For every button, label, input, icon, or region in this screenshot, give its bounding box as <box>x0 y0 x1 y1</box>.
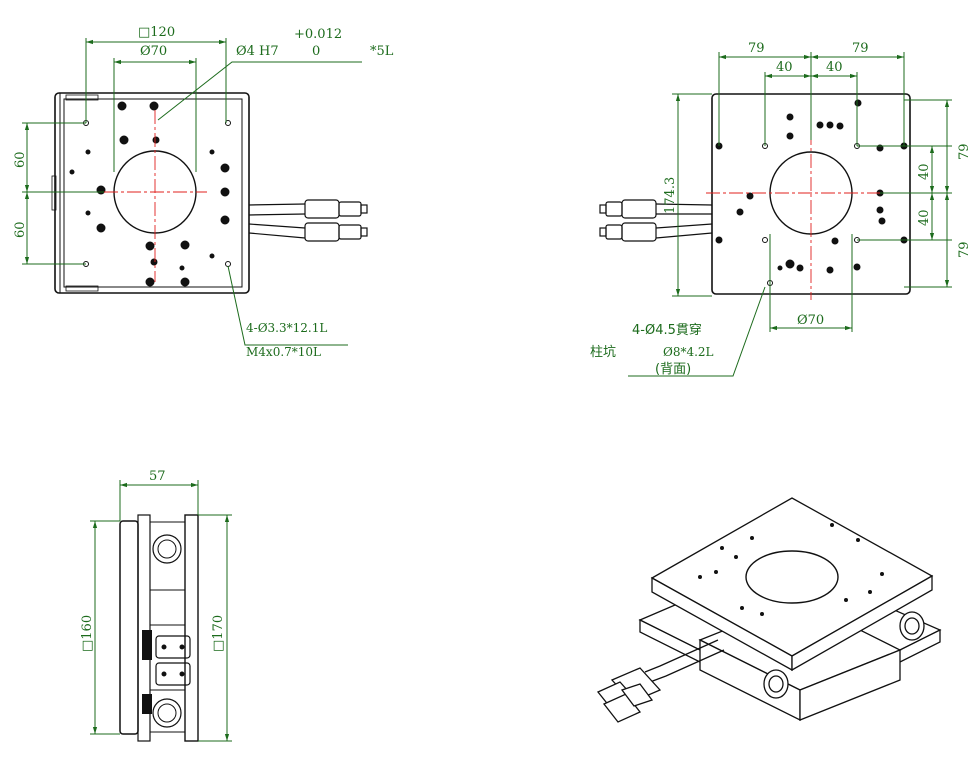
top-dim-tol-lower: 0 <box>312 44 320 59</box>
side-dim-square-170: □170 <box>211 615 226 652</box>
bottom-note-through: 4-Ø4.5貫穿 <box>632 322 702 338</box>
bottom-note-counterbore: Ø8*4.2L <box>663 345 714 359</box>
top-dim-60-lower: 60 <box>13 221 28 238</box>
top-view-outline <box>54 92 250 294</box>
top-view <box>51 92 368 294</box>
isometric-view <box>596 497 942 723</box>
top-note-line-2: M4x0.7*10L <box>246 345 321 359</box>
bottom-note-counterbore-label: 柱坑 <box>590 345 616 360</box>
bottom-view <box>599 93 911 295</box>
top-dim-dia-70: Ø70 <box>140 44 167 59</box>
side-view-connector-lower <box>155 662 191 686</box>
side-view-connector-upper <box>155 635 191 659</box>
side-view <box>119 514 199 742</box>
top-dim-tol-upper: +0.012 <box>294 27 342 42</box>
bottom-dim-40-right: 40 <box>826 60 843 75</box>
bottom-dim-40-left: 40 <box>776 60 793 75</box>
bottom-dim-79-left: 79 <box>748 41 765 56</box>
bottom-view-labels: 79 79 40 40 174.3 79 40 40 79 Ø70 4-Ø4.5… <box>590 41 972 377</box>
top-dim-60-upper: 60 <box>13 151 28 168</box>
bottom-view-dimensions <box>628 52 952 377</box>
bottom-dim-79-bottom: 79 <box>957 241 972 258</box>
bottom-dim-79-right: 79 <box>852 41 869 56</box>
side-view-labels: 57 □160 □170 <box>80 469 226 652</box>
top-dim-depth: *5L <box>370 44 394 59</box>
bottom-dim-79-top: 79 <box>957 143 972 160</box>
side-dim-57: 57 <box>149 469 166 484</box>
top-view-dimensions <box>22 38 362 346</box>
side-dim-square-160: □160 <box>80 615 95 652</box>
top-note-line-1: 4-Ø3.3*12.1L <box>246 321 327 335</box>
top-dim-square-120: □120 <box>138 25 175 40</box>
bottom-dim-dia-70: Ø70 <box>797 313 824 328</box>
top-view-cables <box>248 199 368 242</box>
side-view-base-plate <box>184 514 199 742</box>
top-view-table <box>63 98 243 288</box>
bottom-note-back: (背面) <box>655 362 691 377</box>
bottom-view-cables <box>599 199 713 242</box>
side-view-knob-lower <box>152 698 182 728</box>
top-dim-pin-hole: Ø4 H7 <box>236 44 279 59</box>
top-view-centerlines <box>104 110 207 282</box>
top-view-labels: □120 Ø70 Ø4 H7 +0.012 0 *5L 60 60 4-Ø3.3… <box>13 25 394 359</box>
iso-center-bore <box>745 550 839 604</box>
side-view-dimensions <box>90 480 232 742</box>
bottom-dim-174-3: 174.3 <box>663 177 678 214</box>
bottom-dim-40-top: 40 <box>917 163 932 180</box>
side-view-knob-upper <box>152 534 182 564</box>
bottom-dim-40-bottom: 40 <box>917 209 932 226</box>
side-view-top-plate <box>119 520 139 735</box>
top-view-holes <box>69 101 230 287</box>
